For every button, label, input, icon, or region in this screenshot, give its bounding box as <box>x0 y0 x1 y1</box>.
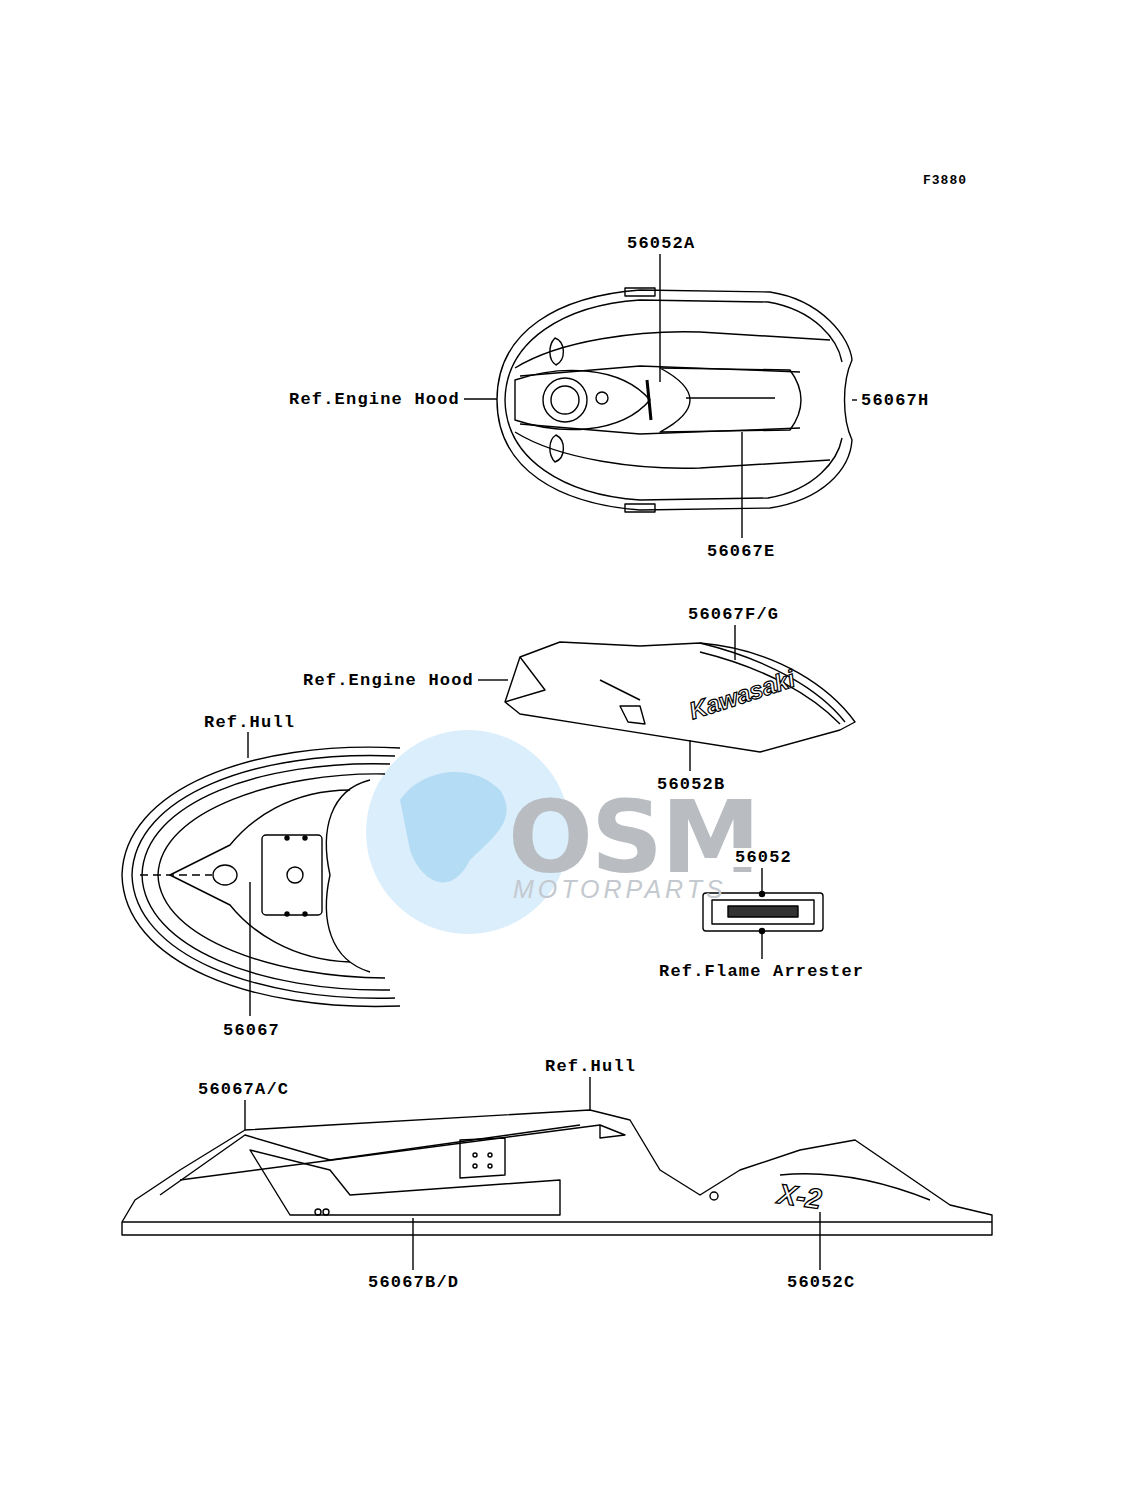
callout-number: 56052C <box>785 1273 857 1292</box>
callout-number: 56067H <box>859 391 931 410</box>
callout-number: 56052A <box>625 234 697 253</box>
watermark: MOTORPARTS <box>513 877 727 902</box>
reference-label: Ref.Hull <box>202 713 297 732</box>
reference-label: Ref.Engine Hood <box>301 671 476 690</box>
callout-number: 56067E <box>705 542 777 561</box>
hull-side-view <box>122 1077 992 1270</box>
callout-number: 56067 <box>221 1021 282 1040</box>
callout-number: 56067F/G <box>686 605 781 624</box>
watermark-continent <box>400 772 507 883</box>
callout-number: 56052B <box>655 775 727 794</box>
callout-number: 56052 <box>733 848 794 867</box>
engine-hood-side-view <box>478 625 855 771</box>
callout-number: 56067A/C <box>196 1080 291 1099</box>
decal-text: Kawasaki <box>686 667 797 724</box>
reference-label: Ref.Flame Arrester <box>657 962 866 981</box>
callout-number: 56067B/D <box>366 1273 461 1292</box>
engine-hood-top-view <box>464 254 857 538</box>
reference-label: Ref.Engine Hood <box>287 390 462 409</box>
hull-top-view <box>122 731 400 1016</box>
decal-text: X-2 <box>776 1180 823 1214</box>
figure-code: F3880 <box>921 173 969 188</box>
reference-label: Ref.Hull <box>543 1057 638 1076</box>
watermark: OSM <box>508 788 759 888</box>
